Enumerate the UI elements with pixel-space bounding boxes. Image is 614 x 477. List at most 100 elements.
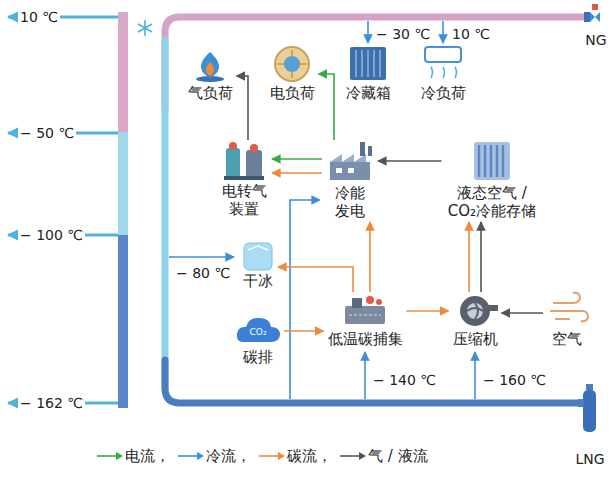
cold-power-plant-icon-part <box>368 146 372 156</box>
node-label: 电转气 装置 <box>220 182 268 218</box>
cold-power-plant-icon-part <box>330 162 370 180</box>
carbon-capture-icon-part <box>376 299 382 305</box>
ng-valve-icon-part <box>584 12 590 22</box>
air-icon-part <box>553 293 580 303</box>
compressor-icon-part <box>460 296 490 326</box>
process-node: 冷负荷 <box>417 44 470 104</box>
power-to-gas-icon-part <box>250 144 258 152</box>
flow-arrow <box>272 158 322 160</box>
snowflake-icon-part <box>138 20 152 36</box>
pipeline-part <box>165 360 578 403</box>
cold-flow-lines-part <box>290 200 320 399</box>
temperature-bar <box>118 12 128 408</box>
snowflake-icon <box>138 20 152 36</box>
carbon-capture-icon <box>345 296 385 324</box>
gas-load-icon-part <box>201 52 219 78</box>
carbon-capture-icon-part <box>345 306 385 324</box>
power-load-icon-part <box>278 50 306 78</box>
legend-sample <box>257 450 287 462</box>
air-conditioner-icon <box>425 47 461 78</box>
node-label: 冷负荷 <box>421 84 466 102</box>
lng-tank-icon-part <box>586 384 593 390</box>
lng-tank-icon-part <box>583 390 596 432</box>
cold-flow-lines-part <box>474 352 476 399</box>
legend-line <box>97 455 117 457</box>
process-node: 气负荷 <box>184 48 237 104</box>
legend-sample <box>95 450 125 462</box>
cold-power-plant-icon-part <box>336 168 342 173</box>
process-node: 干冰 <box>238 242 278 292</box>
legend-arrow <box>116 452 123 460</box>
dry-ice-icon <box>244 243 272 270</box>
carbon-capture-icon-part <box>366 296 374 304</box>
compressor-icon-part <box>467 303 483 319</box>
air-icon <box>550 293 588 321</box>
pipeline-part <box>162 40 169 388</box>
node-label: 压缩机 <box>453 330 498 348</box>
pipeline-part <box>165 17 584 110</box>
gas-load-icon-part <box>206 62 214 76</box>
dry-ice-icon-part <box>244 243 272 270</box>
flow-arrow <box>480 222 482 292</box>
temperature-bar-part <box>118 132 128 235</box>
compressor-icon <box>460 296 498 326</box>
power-load-icon-part <box>284 56 300 72</box>
process-node: 电转气 装置 <box>216 140 272 220</box>
legend: 电流，冷流，碳流，气 / 液流 <box>95 446 434 466</box>
air-conditioner-icon-part <box>425 47 461 62</box>
cold-storage-icon-part <box>474 142 510 180</box>
process-node: 空气 <box>543 292 591 350</box>
carbon-capture-icon-part <box>349 315 381 316</box>
temperature-label: − 80 ℃ <box>174 264 232 282</box>
legend-line <box>340 455 360 457</box>
power-load-icon-part <box>275 47 309 81</box>
legend-item: 气 / 液流 <box>338 446 428 466</box>
ng-valve-icon-part <box>590 12 600 22</box>
temperature-arrows <box>8 17 118 403</box>
process-node: 液态空气 / CO₂冷能存储 <box>442 140 543 222</box>
cold-power-plant-icon <box>330 142 372 180</box>
legend-text: 冷流， <box>206 446 251 466</box>
power-to-gas-icon-part <box>226 148 240 178</box>
lng-tank-icon <box>578 384 596 432</box>
node-label: 低温碳捕集 <box>328 330 403 348</box>
symbol-label: NG <box>583 31 608 49</box>
power-to-gas-icon-part <box>229 142 237 150</box>
flow-arrow <box>278 267 353 292</box>
temperature-label: − 30 ℃ <box>374 25 432 43</box>
cold-flow-lines-part <box>169 256 234 258</box>
power-load-icon <box>275 47 309 81</box>
ng-valve-icon <box>584 4 600 22</box>
node-label: 电负荷 <box>270 84 315 102</box>
temperature-label: − 50 ℃ <box>18 124 76 142</box>
legend-arrow <box>197 452 204 460</box>
air-icon-part <box>550 311 588 321</box>
flow-arrow <box>272 172 322 174</box>
temperature-bar-part <box>118 12 128 132</box>
process-node: 压缩机 <box>449 292 502 350</box>
symbol-label: LNG <box>573 450 606 468</box>
node-label: 空气 <box>552 330 582 348</box>
legend-text: 电流， <box>125 446 170 466</box>
legend-arrow <box>359 452 366 460</box>
flow-arrow <box>284 330 324 332</box>
temperature-label: 10 ℃ <box>450 25 492 43</box>
air-icon-part <box>555 318 570 320</box>
power-to-gas-icon <box>224 142 264 180</box>
compressor-icon-part <box>467 303 483 319</box>
flow-arrow <box>369 222 371 292</box>
cold-flow-lines-part <box>367 21 369 43</box>
legend-sample <box>338 450 368 462</box>
compressor-icon-part <box>488 305 498 311</box>
power-to-gas-icon-part <box>246 150 262 178</box>
symbol-label: CO₂ <box>248 327 269 338</box>
process-node: 冷藏箱 <box>342 44 395 104</box>
legend-sample <box>176 450 206 462</box>
legend-line <box>259 455 279 457</box>
temperature-bar-part <box>118 235 128 408</box>
process-node: 低温碳捕集 <box>324 292 407 350</box>
cold-power-plant-icon-part <box>348 168 354 173</box>
legend-line <box>178 455 198 457</box>
